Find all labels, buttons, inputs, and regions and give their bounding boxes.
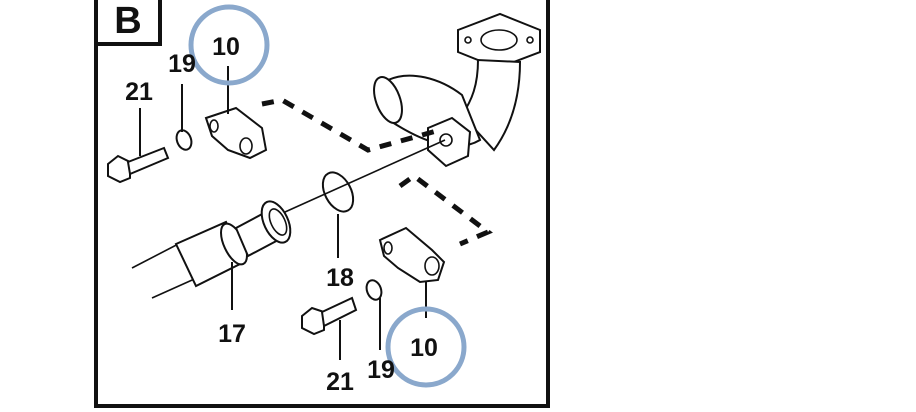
assembly-centerline	[284, 139, 446, 213]
diagram-frame	[94, 0, 550, 408]
callout-circle-top	[188, 4, 270, 86]
seal-ring-part-18	[321, 171, 355, 213]
washer-bottom-part-19	[365, 279, 383, 301]
part-label-21-top: 21	[125, 78, 153, 106]
dashed-guide-top	[261, 97, 441, 153]
section-letter: B	[114, 0, 141, 42]
exhaust-elbow-pipe	[373, 12, 541, 168]
part-label-21-bottom: 21	[326, 368, 354, 396]
callout-circle-bottom	[385, 306, 467, 388]
bolt-top-part-21	[107, 146, 170, 184]
part-label-10-bottom: 10	[410, 334, 438, 362]
part-label-10-top: 10	[212, 33, 240, 61]
dashed-guide-bottom	[398, 172, 493, 247]
washer-top-part-19	[175, 129, 193, 151]
clamp-bottom-part-10	[378, 226, 446, 284]
exhaust-pipe-part-17	[131, 200, 292, 299]
part-label-19-top: 19	[168, 50, 196, 78]
part-label-18: 18	[326, 264, 354, 292]
leader-lines	[139, 66, 427, 360]
part-label-17: 17	[218, 320, 246, 348]
bolt-bottom-part-21	[301, 296, 358, 336]
clamp-top-part-10	[204, 106, 268, 160]
part-label-19-bottom: 19	[367, 356, 395, 384]
